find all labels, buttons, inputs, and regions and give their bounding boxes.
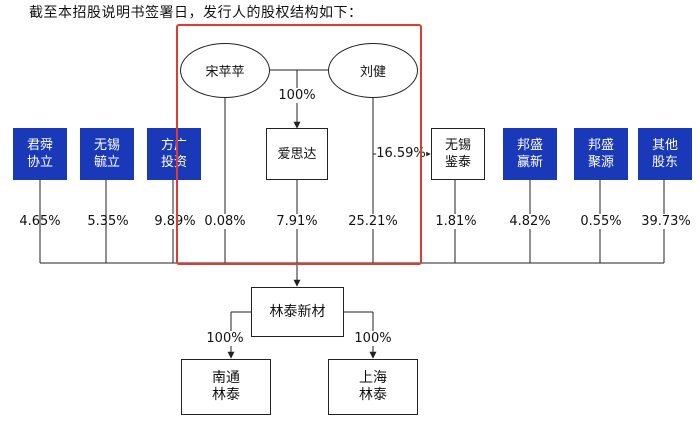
pct-to-nantong: 100% [206, 331, 244, 346]
shareholder-song-pingping: 宋苹苹 [180, 43, 270, 98]
controlling-shareholders-highlight [176, 24, 422, 265]
pct-song: 0.08% [204, 214, 246, 229]
subsidiary-nantong-lintai: 南通林泰 [181, 359, 271, 415]
bangsheng-jy-line2: 聚源 [587, 155, 614, 170]
shanghai-line1: 上海 [359, 370, 387, 386]
pct-to-shanghai: 100% [354, 331, 392, 346]
bangsheng-yx-line2: 赢新 [516, 155, 543, 170]
pct-aisida: 7.91% [276, 214, 318, 229]
shareholder-song-label: 宋苹苹 [205, 65, 245, 80]
shareholder-liu-jian: 刘健 [328, 43, 418, 98]
pct-to-aisida: 100% [278, 88, 316, 103]
junshun-line2: 协立 [26, 155, 53, 170]
pct-junshun: 4.65% [19, 214, 61, 229]
shareholder-bangsheng-juyuan: 邦盛聚源 [574, 128, 628, 180]
junshun-line1: 君舜 [26, 138, 53, 153]
others-line1: 其他 [651, 138, 678, 153]
fangguang-line1: 方广 [160, 138, 187, 153]
company-lintai-xincai: 林泰新材 [251, 287, 344, 337]
aisida-label: 爱思达 [277, 146, 317, 162]
shareholder-wuxi-yuli: 无锡毓立 [80, 128, 134, 180]
subsidiary-shanghai-lintai: 上海林泰 [328, 359, 418, 415]
shanghai-line2: 林泰 [359, 387, 387, 403]
shareholder-aisida: 爱思达 [266, 128, 328, 180]
bangsheng-yx-line1: 邦盛 [516, 138, 543, 153]
pct-bangsheng-jy: 0.55% [580, 214, 622, 229]
fangguang-line2: 投资 [160, 155, 187, 170]
shareholder-wuxi-jiantai: 无锡鉴泰 [431, 128, 485, 180]
intro-text: 截至本招股说明书签署日，发行人的股权结构如下： [29, 5, 363, 21]
lintai-xincai-label: 林泰新材 [269, 303, 326, 320]
pct-wuxi-jian: 1.81% [435, 214, 477, 229]
shareholder-liu-label: 刘健 [359, 65, 386, 80]
shareholder-others: 其他股东 [638, 128, 692, 180]
shareholder-fangguang: 方广投资 [147, 128, 201, 180]
bangsheng-jy-line1: 邦盛 [587, 138, 614, 153]
wuxi-yu-line1: 无锡 [93, 138, 120, 153]
pct-bangsheng-yx: 4.82% [509, 214, 551, 229]
wuxi-jian-line2: 鉴泰 [444, 155, 471, 170]
others-line2: 股东 [651, 155, 678, 170]
pct-fangguang: 9.89% [154, 214, 196, 229]
nantong-line2: 林泰 [212, 387, 240, 403]
pct-wuxi-yu: 5.35% [87, 214, 129, 229]
pct-liu-to-wuxi-jian: 16.59% [376, 146, 426, 161]
wuxi-yu-line2: 毓立 [93, 155, 120, 170]
pct-others: 39.73% [641, 214, 691, 229]
shareholder-bangsheng-yingxin: 邦盛赢新 [503, 128, 557, 180]
pct-liu: 25.21% [348, 214, 398, 229]
wuxi-jian-line1: 无锡 [444, 138, 471, 153]
shareholder-junshun: 君舜协立 [13, 128, 67, 180]
nantong-line1: 南通 [212, 370, 240, 386]
